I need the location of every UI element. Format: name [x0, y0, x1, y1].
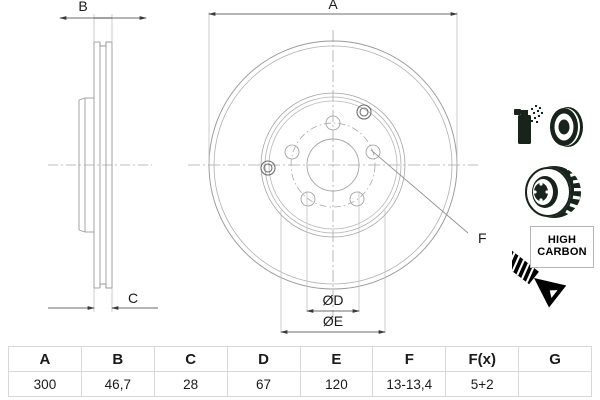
table-value-cell-e: 120: [299, 371, 374, 397]
locating-hole: [356, 104, 372, 120]
center-bore-circle: [306, 138, 360, 192]
dimension-label-d: ØD: [323, 292, 344, 308]
high-carbon-line-1: HIGH: [547, 234, 577, 247]
front-view: A ØD ØE F: [188, 0, 487, 334]
table-header-cell-fx: F(x): [445, 346, 520, 372]
technical-drawing-canvas: B C: [48, 0, 487, 334]
dimension-label-c: C: [128, 290, 138, 306]
bolt-hole: [284, 144, 300, 160]
high-carbon-line-2: CARBON: [537, 246, 587, 258]
dimension-label-e: ØE: [323, 313, 343, 329]
table-value-cell-fx: 5+2: [445, 371, 520, 397]
table-value-cell-a: 300: [8, 371, 82, 397]
table-header-row: A B C D E F F(x) G: [8, 346, 592, 372]
bolt-hole: [365, 144, 381, 160]
table-value-cell-c: 28: [153, 371, 228, 397]
side-section-view: B C: [48, 0, 158, 312]
high-carbon-badge: HIGH CARBON: [530, 226, 594, 268]
table-value-cell-f: 13-13,4: [372, 371, 447, 397]
countersunk-screw-icon: [512, 249, 567, 308]
bolt-hole: [300, 191, 316, 207]
friction-ring-inner-circle: [260, 92, 406, 238]
table-value-cell-d: 67: [226, 371, 301, 397]
vented-disc-icon: [525, 164, 581, 218]
bolt-hole: [325, 115, 341, 131]
dimension-label-b: B: [78, 0, 87, 14]
bolt-circle: [290, 122, 376, 208]
specification-table: A B C D E F F(x) G 300 46,7 28 67 120 13…: [8, 346, 592, 397]
disc-outer-chamfer-circle: [213, 45, 453, 285]
table-header-cell-a: A: [8, 346, 82, 372]
table-header-cell-c: C: [153, 346, 228, 372]
table-value-cell-g: [518, 371, 592, 397]
f-leader-line: [370, 149, 469, 234]
dimension-label-f: F: [478, 230, 487, 246]
bolt-hole: [349, 191, 365, 207]
hat-step-circle: [268, 100, 398, 230]
locating-hole: [260, 160, 276, 176]
table-header-cell-g: G: [518, 346, 592, 372]
table-header-cell-f: F: [372, 346, 447, 372]
feature-icon-column: HIGH CARBON: [512, 96, 596, 344]
dimension-label-a: A: [328, 0, 338, 12]
table-value-cell-b: 46,7: [80, 371, 155, 397]
table-header-cell-e: E: [299, 346, 374, 372]
table-header-cell-b: B: [80, 346, 155, 372]
spray-coated-disc-icon: [514, 105, 583, 147]
table-value-row: 300 46,7 28 67 120 13-13,4 5+2: [8, 371, 592, 397]
table-header-cell-d: D: [226, 346, 301, 372]
